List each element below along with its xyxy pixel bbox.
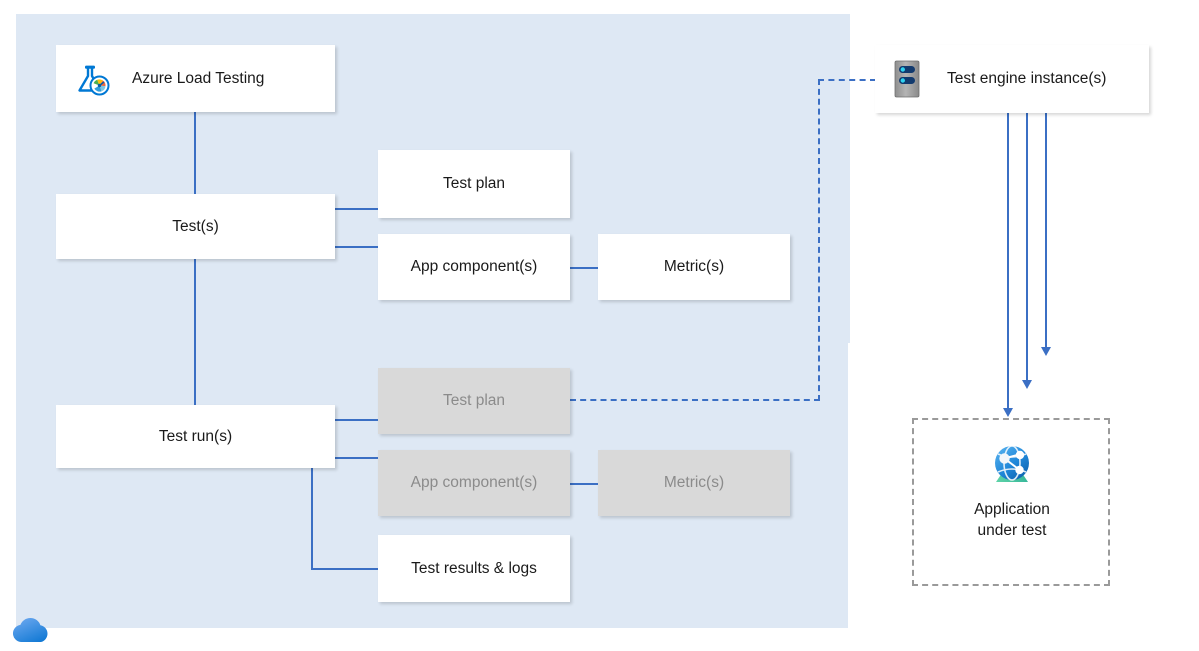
server-icon (891, 59, 923, 99)
node-azure-load-testing-label: Azure Load Testing (132, 69, 265, 87)
connector-testruns-to-run-appcomponents (335, 457, 379, 459)
node-metrics[interactable]: Metric(s) (598, 234, 790, 300)
application-under-test-boundary (912, 418, 1110, 586)
arrow-engine-to-app-3-head (1003, 408, 1013, 417)
node-test-runs-label: Test run(s) (158, 427, 233, 445)
node-test-plan-label: Test plan (442, 175, 506, 193)
arrow-engine-to-app-2-head (1022, 380, 1032, 389)
node-run-metrics-label: Metric(s) (663, 474, 725, 492)
connector-testruns-to-run-testplan (335, 419, 379, 421)
node-application-under-test[interactable]: Application under test (912, 440, 1112, 542)
node-run-app-components[interactable]: App component(s) (378, 450, 570, 516)
node-metrics-label: Metric(s) (663, 258, 725, 276)
globe-network-icon (986, 440, 1038, 490)
node-test-plan[interactable]: Test plan (378, 150, 570, 218)
node-tests-label: Test(s) (172, 217, 219, 235)
cloud-icon (8, 612, 56, 646)
node-test-runs[interactable]: Test run(s) (56, 405, 335, 468)
node-run-test-plan[interactable]: Test plan (378, 368, 570, 434)
node-test-results-logs[interactable]: Test results & logs (378, 535, 570, 602)
connector-tests-to-appcomponents (335, 246, 379, 248)
azure-load-testing-service-region (16, 14, 850, 628)
connector-tests-to-testplan (335, 208, 379, 210)
arrow-engine-to-app-1-line (1045, 113, 1047, 348)
connector-run-appcomponents-to-run-metrics (570, 483, 599, 485)
dashed-connector-vertical (818, 79, 820, 401)
flask-gauge-icon (74, 61, 110, 97)
node-app-components[interactable]: App component(s) (378, 234, 570, 300)
arrow-engine-to-app-2-line (1026, 113, 1028, 381)
dashed-connector-to-test-engine (818, 79, 876, 81)
dashed-connector-testplan-horizontal (570, 399, 820, 401)
node-run-test-plan-label: Test plan (442, 392, 506, 410)
application-environment-region (848, 343, 1199, 651)
connector-testruns-drop (311, 468, 313, 569)
connector-testruns-to-results (311, 568, 379, 570)
node-application-under-test-label: Application under test (974, 501, 1050, 539)
arrow-engine-to-app-3-line (1007, 113, 1009, 409)
node-test-engine-instances[interactable]: Test engine instance(s) (875, 45, 1149, 113)
node-test-engine-instances-label: Test engine instance(s) (947, 70, 1107, 88)
node-azure-load-testing[interactable]: Azure Load Testing (56, 45, 335, 112)
node-app-components-label: App component(s) (410, 258, 538, 276)
connector-service-to-tests (194, 112, 196, 194)
node-tests[interactable]: Test(s) (56, 194, 335, 259)
connector-tests-to-testruns (194, 259, 196, 406)
node-run-app-components-label: App component(s) (410, 474, 538, 492)
arrow-engine-to-app-1-head (1041, 347, 1051, 356)
connector-appcomponents-to-metrics (570, 267, 599, 269)
node-run-metrics[interactable]: Metric(s) (598, 450, 790, 516)
node-test-results-logs-label: Test results & logs (411, 559, 537, 577)
